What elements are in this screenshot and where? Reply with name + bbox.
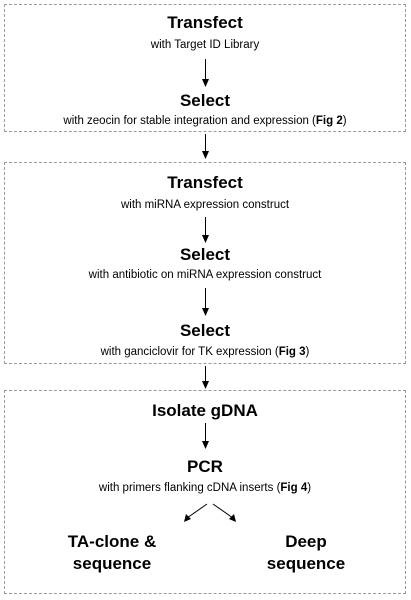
arrow-down-icon	[202, 366, 209, 389]
arrow-diverge-left-icon	[184, 503, 208, 522]
step-heading-select-zeocin: Select	[179, 91, 231, 110]
step-sub-pcr: with primers flanking cDNA inserts (Fig …	[98, 482, 312, 494]
step-sub-select-ganciclovir: with ganciclovir for TK expression (Fig …	[100, 346, 310, 358]
step-sub-select-antibiotic: with antibiotic on miRNA expression cons…	[88, 269, 322, 281]
step-heading-isolate-gdna: Isolate gDNA	[152, 401, 258, 420]
step-group-3: Isolate gDNA PCR with primers flanking c…	[4, 390, 406, 594]
step-sub-transfect-mirna: with miRNA expression construct	[120, 199, 290, 211]
step-heading-select-antibiotic: Select	[179, 245, 231, 264]
arrow-diverge-right-icon	[212, 503, 236, 522]
step-group-1: Transfect with Target ID Library Select …	[4, 4, 406, 132]
step-heading-pcr: PCR	[187, 457, 223, 476]
step-heading-transfect-library: Transfect	[167, 13, 243, 32]
figure-ref: Fig 2	[315, 115, 343, 127]
step-sub-select-zeocin: with zeocin for stable integration and e…	[63, 115, 347, 127]
arrow-down-icon	[202, 423, 209, 449]
figure-ref: Fig 4	[280, 482, 308, 494]
step-heading-select-ganciclovir: Select	[179, 321, 231, 340]
outcome-deep-sequence: Deep sequence	[266, 532, 346, 573]
step-heading-transfect-mirna: Transfect	[167, 173, 243, 192]
arrow-down-icon	[202, 288, 209, 316]
arrow-down-icon	[202, 217, 209, 243]
arrow-down-icon	[202, 134, 209, 159]
figure-ref: Fig 3	[278, 346, 306, 358]
outcome-ta-clone: TA-clone & sequence	[67, 532, 157, 573]
step-sub-transfect-library: with Target ID Library	[150, 39, 260, 51]
step-group-2: Transfect with miRNA expression construc…	[4, 162, 406, 364]
arrow-down-icon	[202, 59, 209, 87]
